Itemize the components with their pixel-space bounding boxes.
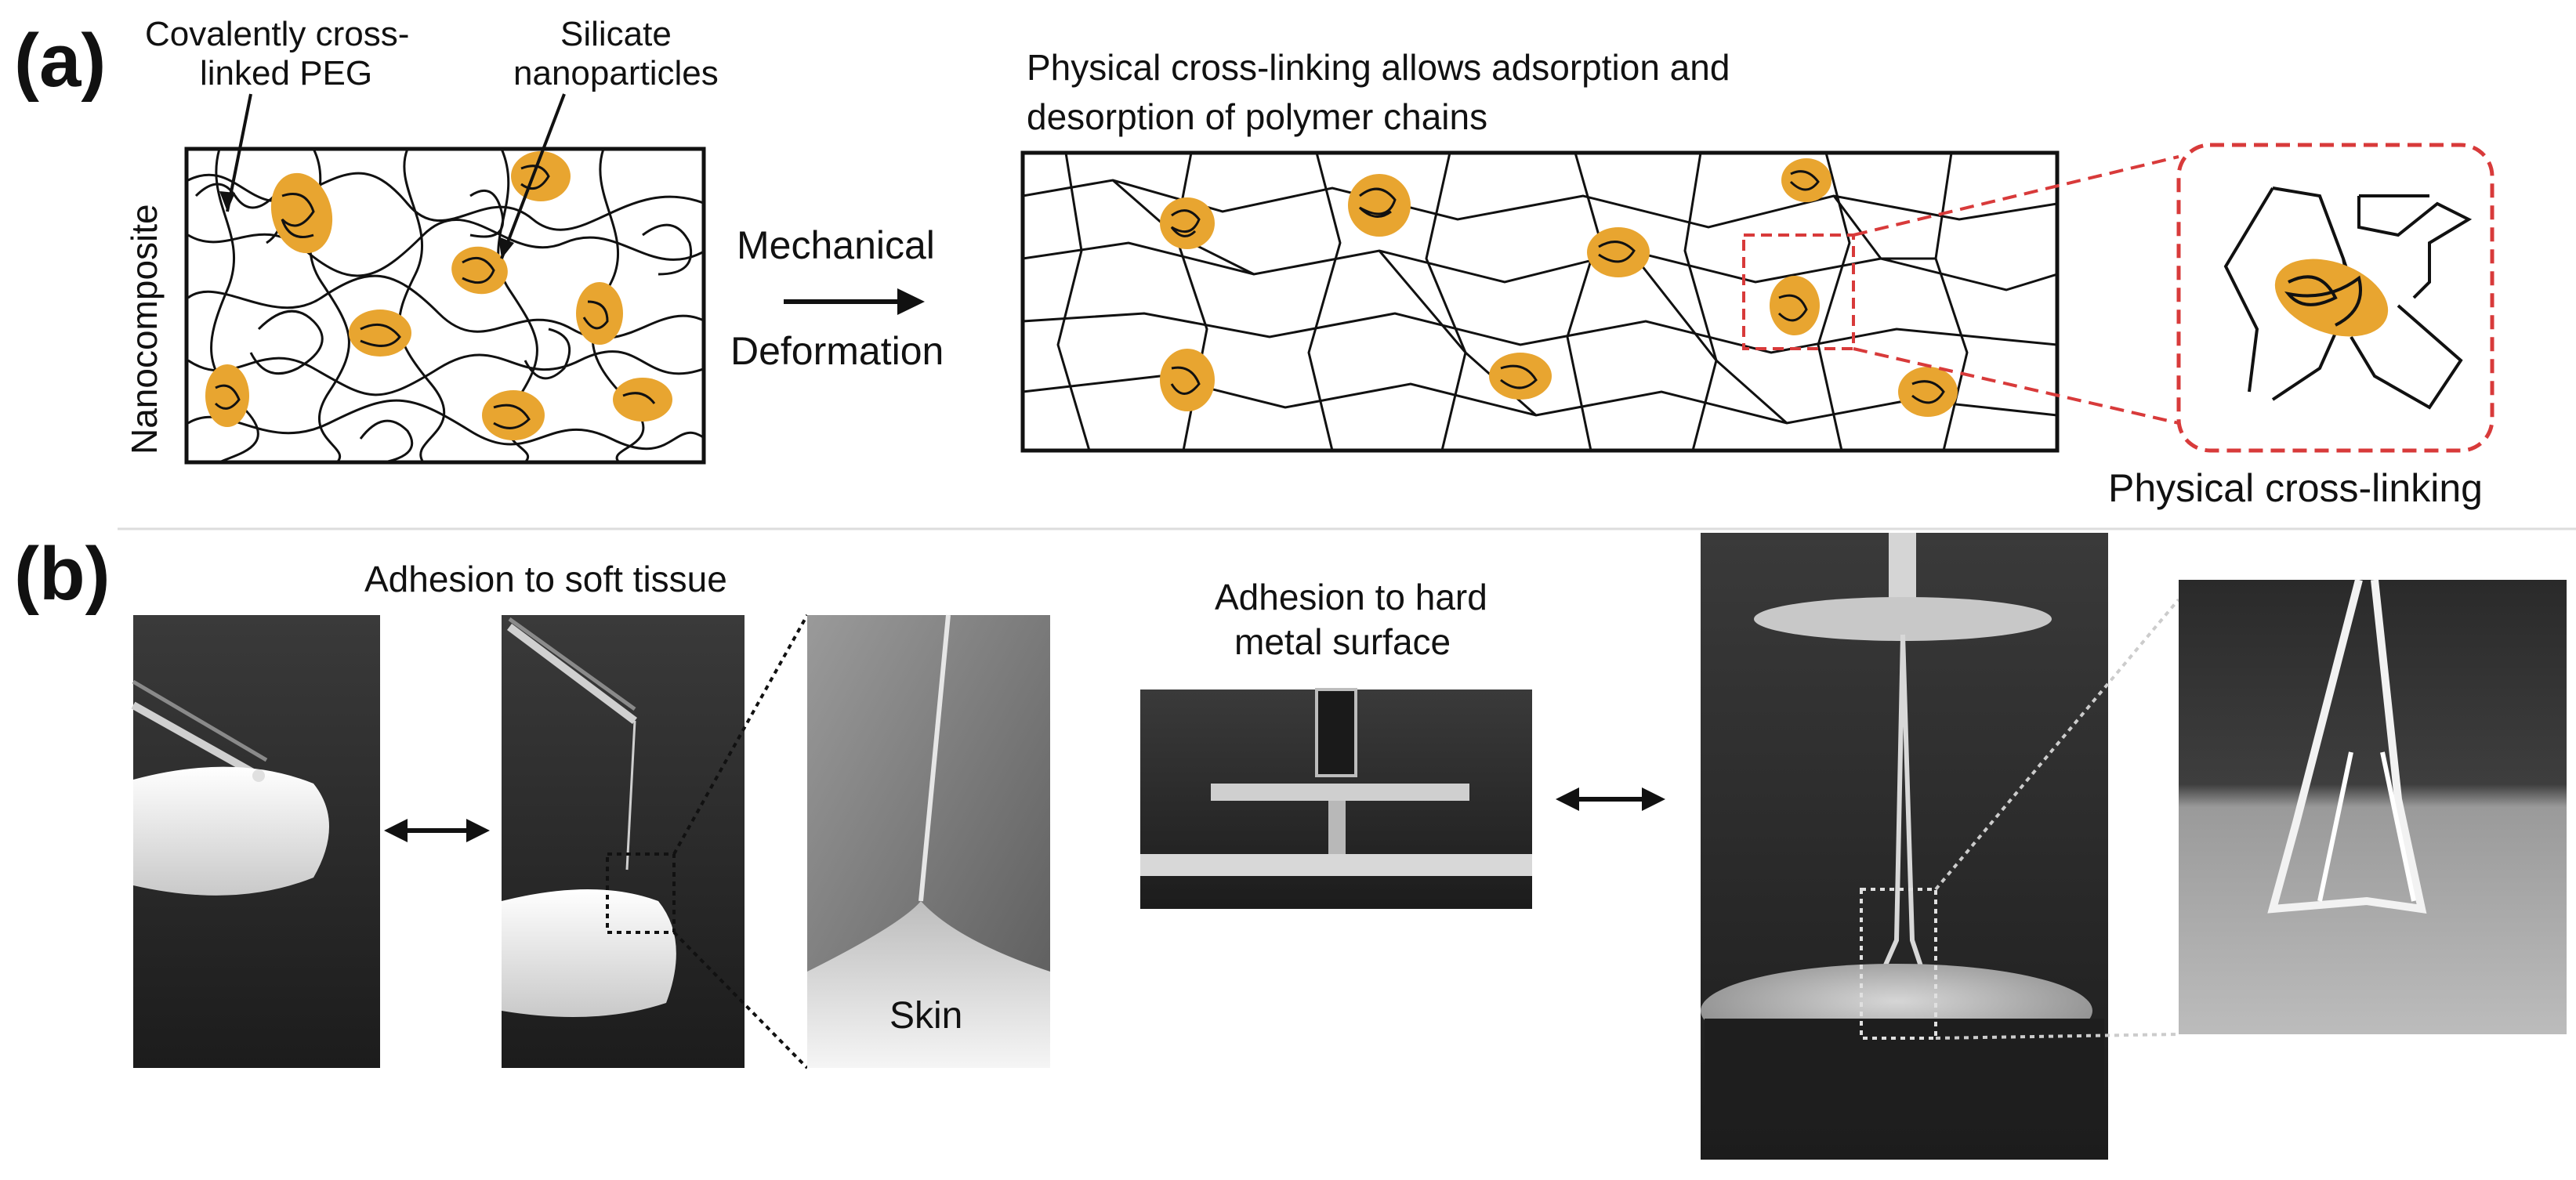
skin-label: Skin — [889, 995, 962, 1037]
photo-finger-contact — [131, 615, 380, 1068]
deformed-network — [1020, 150, 2060, 453]
nanocomposite-side-label: Nanocomposite — [124, 204, 165, 454]
arrow-label-line2: Deformation — [730, 329, 944, 373]
caption-line2: desorption of polymer chains — [1027, 96, 1487, 137]
peg-label-line1: Covalently cross- — [145, 15, 409, 53]
photo-skin-zoom — [807, 614, 1050, 1068]
deformation-arrow — [784, 288, 925, 315]
hard-metal-title-line1: Adhesion to hard — [1215, 577, 1487, 617]
silicate-label-line2: nanoparticles — [513, 54, 719, 92]
photo-strand-zoom — [2179, 578, 2567, 1034]
photo-finger-stretch — [502, 615, 745, 1068]
nanocomposite-network — [184, 93, 706, 465]
photo-rheometer — [1701, 533, 2108, 1160]
photo-metal-plates — [1140, 688, 1532, 909]
silicate-label-line1: Silicate — [560, 15, 672, 53]
panel-b: (b) Adhesion to soft tissue — [14, 532, 2567, 1160]
arrow-label-line1: Mechanical — [737, 223, 935, 267]
inset-label: Physical cross-linking — [2108, 466, 2483, 510]
physical-crosslink-inset — [2176, 143, 2494, 453]
panel-a-letter: (a) — [14, 19, 106, 103]
peg-label-line2: linked PEG — [200, 54, 372, 92]
hard-metal-title-line2: metal surface — [1234, 621, 1451, 662]
double-arrow-metal — [1556, 787, 1665, 811]
double-arrow-soft — [384, 819, 490, 842]
soft-tissue-title: Adhesion to soft tissue — [364, 559, 727, 599]
panel-a: (a) Covalently cross- linked PEG Silicat… — [14, 15, 2494, 510]
caption-line1: Physical cross-linking allows adsorption… — [1027, 47, 1730, 88]
panel-b-letter: (b) — [14, 532, 111, 616]
